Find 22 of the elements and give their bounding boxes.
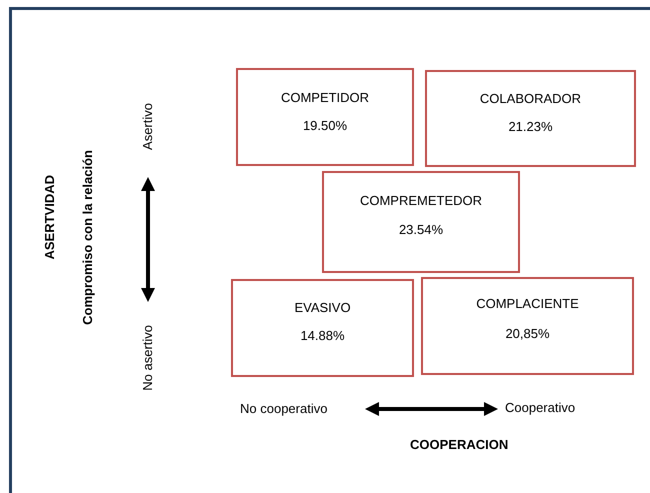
axis-title: COOPERACION [410,437,508,452]
axis-subtitle: Compromiso con la relación [80,150,95,325]
category-name: COMPREMETEDOR [358,193,484,208]
percentage-value: 19.50% [302,118,348,133]
category-name: COLABORADOR [478,91,582,106]
percentage-value: 14.88% [299,328,346,343]
axis-end-label: Cooperativo [505,400,576,415]
axis-title: ASERTVIDAD [42,175,57,260]
category-box [322,171,520,273]
category-box [421,277,634,375]
axis-end-label: No cooperativo [240,401,328,416]
percentage-value: 21.23% [507,119,554,134]
category-box [236,68,414,166]
axis-end-label: Asertivo [140,103,155,150]
percentage-value: 20,85% [504,326,551,341]
category-name: EVASIVO [293,300,352,315]
category-name: COMPLACIENTE [475,296,580,311]
category-name: COMPETIDOR [280,90,370,105]
category-box [231,279,414,377]
percentage-value: 23.54% [398,222,444,237]
category-box [425,70,636,167]
axis-end-label: No asertivo [140,325,155,391]
